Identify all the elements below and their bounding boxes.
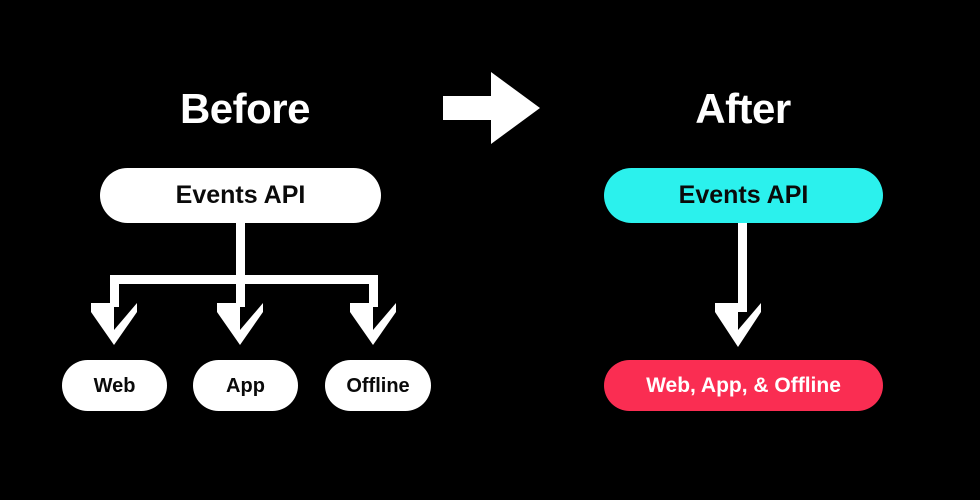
node-events-api-before-label: Events API	[175, 181, 306, 209]
node-app-label: App	[226, 374, 265, 397]
node-events-api-before[interactable]: Events API	[100, 168, 381, 223]
node-events-api-after[interactable]: Events API	[604, 168, 883, 223]
node-web-label: Web	[93, 374, 136, 397]
node-web-app-offline[interactable]: Web, App, & Offline	[604, 360, 883, 411]
node-offline-label: Offline	[346, 374, 410, 397]
before-section-title: Before	[179, 85, 311, 132]
node-app[interactable]: App	[193, 360, 298, 411]
node-events-api-after-label: Events API	[678, 181, 809, 209]
node-web-app-offline-label: Web, App, & Offline	[646, 374, 841, 397]
node-offline[interactable]: Offline	[325, 360, 431, 411]
right-arrow-icon	[443, 72, 540, 144]
node-web[interactable]: Web	[62, 360, 167, 411]
after-section-title: After	[695, 85, 791, 132]
